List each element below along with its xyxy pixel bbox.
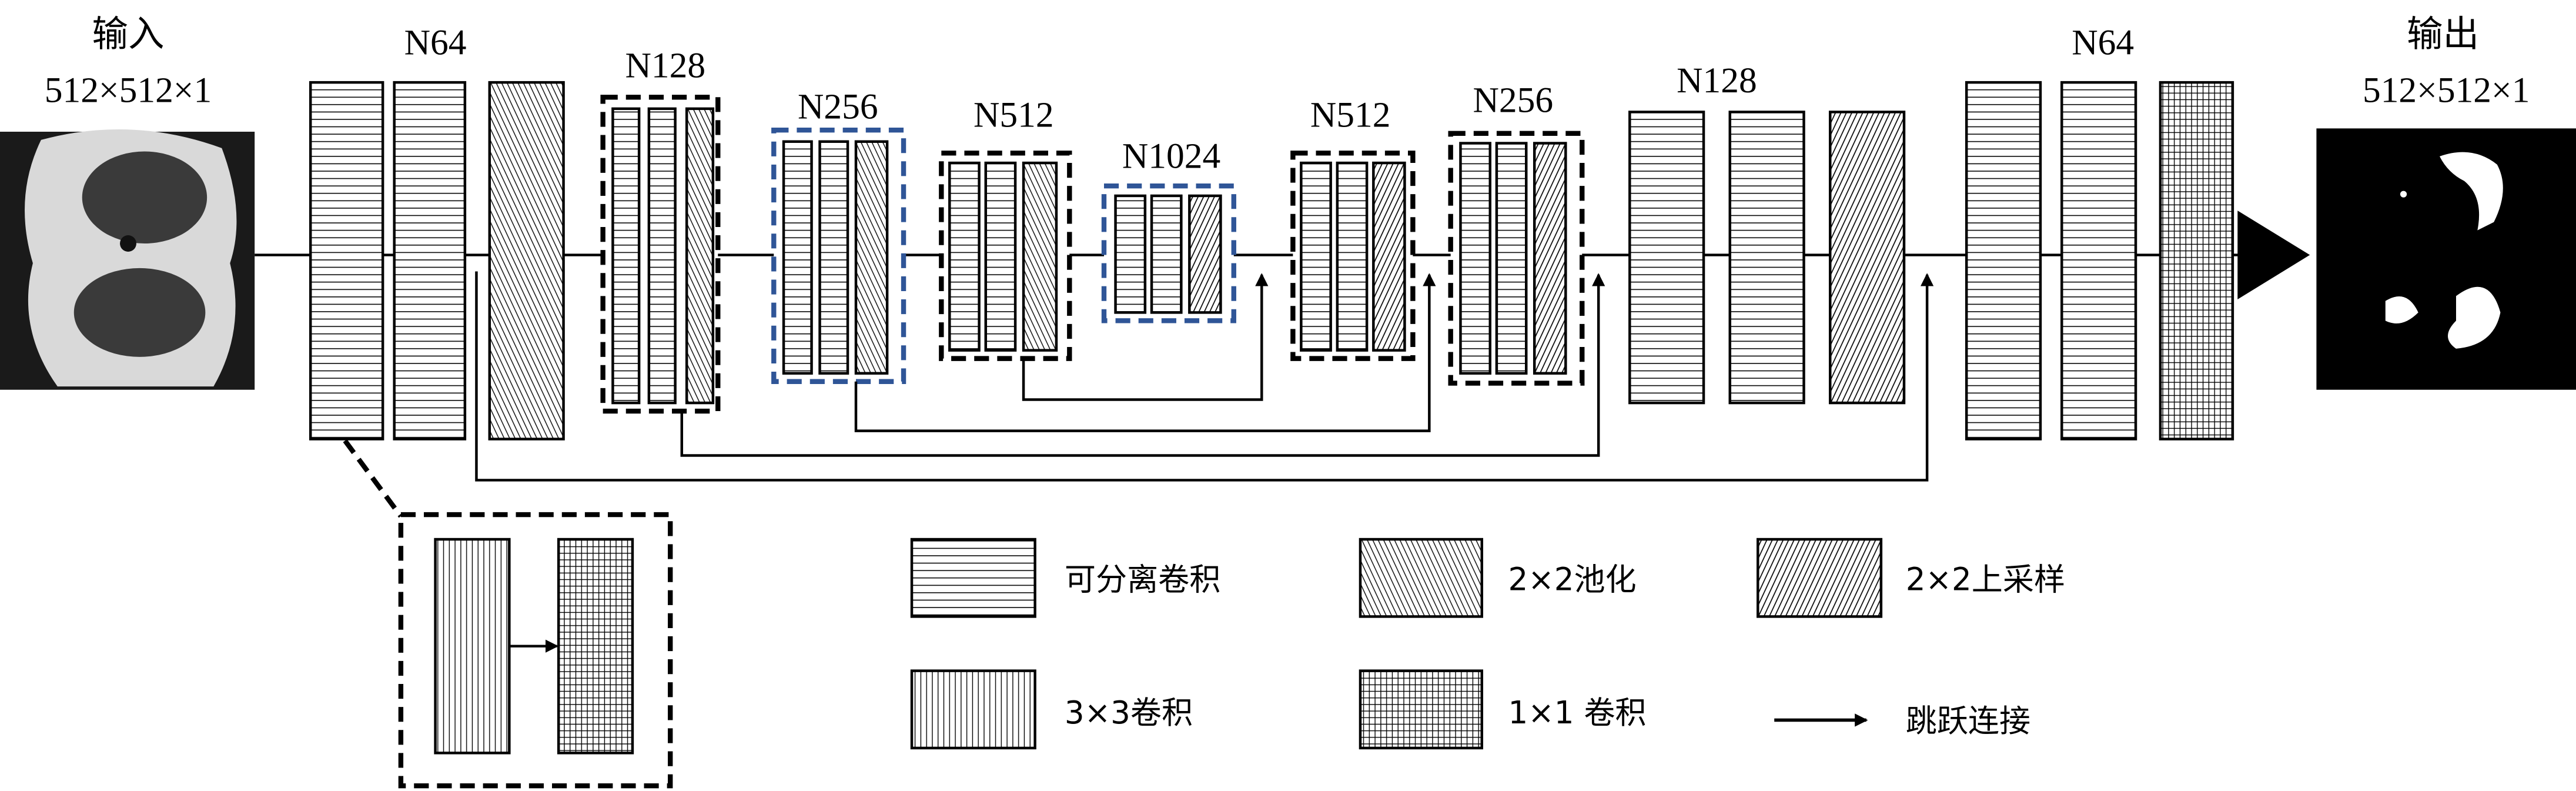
input-title: 输入 (92, 15, 165, 55)
skip-connection-128 (680, 273, 1605, 457)
legend-swatch-pool (1359, 538, 1484, 618)
legend-upsample: 2×2上采样 (1906, 562, 2065, 598)
label-enc-n128: N128 (625, 46, 706, 86)
block-separable-conv (2060, 81, 2137, 440)
label-enc-n64: N64 (404, 23, 467, 63)
inset-box (398, 512, 673, 789)
legend-swatch-upsample (1757, 538, 1883, 618)
output-size: 512×512×1 (2363, 71, 2530, 111)
block-upsample (1533, 142, 1567, 375)
block-separable-conv (948, 161, 981, 352)
skip-connection-256 (854, 273, 1436, 432)
block-upsample (1828, 111, 1906, 405)
inset-connector (343, 439, 403, 518)
skip-connection-512 (1022, 273, 1269, 401)
block-separable-conv (1114, 194, 1147, 314)
output-mask-image (2316, 128, 2576, 390)
block-separable-conv (1728, 111, 1805, 405)
label-bottleneck: N1024 (1122, 136, 1220, 176)
block-separable-conv (309, 81, 384, 440)
block-separable-conv (1459, 142, 1491, 375)
block-separable-conv (984, 161, 1017, 352)
block-separable-conv (1965, 81, 2042, 440)
legend-swatch-conv1x1 (1359, 669, 1484, 750)
output-title: 输出 (2407, 15, 2479, 55)
block-upsample (1188, 194, 1222, 314)
block-conv1x1 (2159, 81, 2234, 440)
block-separable-conv (1150, 194, 1183, 314)
inset-block-conv3x3 (434, 538, 511, 755)
block-separable-conv (647, 107, 677, 405)
label-dec-n256: N256 (1473, 80, 1554, 120)
output-arrow-icon (2237, 211, 2310, 300)
block-separable-conv (818, 140, 849, 375)
block-upsample (1372, 161, 1406, 352)
block-separable-conv (1336, 161, 1369, 352)
legend-swatch-conv3x3 (910, 669, 1036, 750)
legend-swatch-separable-conv (910, 538, 1036, 618)
block-pool (685, 107, 715, 405)
label-dec-n128: N128 (1677, 61, 1757, 101)
legend: 可分离卷积 2×2池化 2×2上采样 3×3卷积 1×1 卷积 跳跃连接 (910, 538, 2065, 750)
input-ct-image (0, 129, 255, 390)
legend-conv1x1: 1×1 卷积 (1508, 695, 1646, 731)
inset-block-conv1x1 (557, 538, 634, 755)
legend-pool: 2×2池化 (1508, 562, 1636, 598)
legend-skip: 跳跃连接 (1906, 703, 2030, 739)
label-enc-n512: N512 (973, 95, 1054, 135)
label-dec-n512: N512 (1310, 95, 1391, 135)
block-separable-conv (1300, 161, 1332, 352)
block-separable-conv (782, 140, 813, 375)
block-pool (1022, 161, 1058, 352)
block-separable-conv (393, 81, 467, 440)
input-size: 512×512×1 (45, 71, 212, 111)
block-pool (488, 81, 565, 440)
legend-separable-conv: 可分离卷积 (1065, 562, 1220, 598)
label-dec-n64: N64 (2072, 23, 2134, 63)
block-separable-conv (1628, 111, 1705, 405)
legend-conv3x3: 3×3卷积 (1065, 695, 1193, 731)
skip-connection-64 (475, 271, 1934, 482)
block-separable-conv (611, 107, 641, 405)
skip-connections (475, 271, 1934, 482)
label-enc-n256: N256 (798, 87, 878, 127)
block-separable-conv (1495, 142, 1528, 375)
block-pool (854, 140, 889, 375)
